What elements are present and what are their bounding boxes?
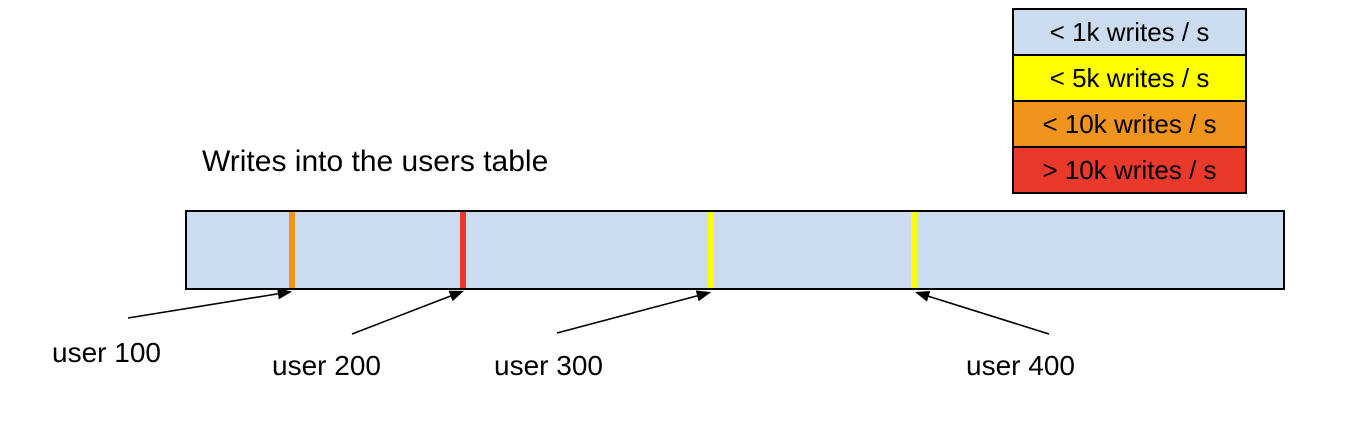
legend: < 1k writes / s < 5k writes / s < 10k wr…	[1012, 8, 1247, 194]
user-200-label: user 200	[272, 350, 381, 381]
write-rate-stripe-user-100	[289, 212, 295, 288]
legend-item-label: < 1k writes / s	[1049, 17, 1210, 47]
legend-item-label: < 10k writes / s	[1042, 109, 1217, 139]
legend-item-label: < 5k writes / s	[1049, 63, 1210, 93]
arrow-user-100	[127, 288, 293, 319]
user-400-label: user 400	[966, 350, 1075, 381]
write-rate-stripe-user-200	[460, 212, 466, 288]
arrow-user-300	[556, 290, 712, 334]
legend-item-lt-5k: < 5k writes / s	[1014, 54, 1245, 100]
legend-item-lt-1k: < 1k writes / s	[1014, 10, 1245, 54]
arrow-user-400	[914, 291, 1050, 335]
legend-item-label: > 10k writes / s	[1042, 155, 1217, 185]
user-300-label: user 300	[494, 350, 603, 381]
legend-item-lt-10k: < 10k writes / s	[1014, 100, 1245, 146]
legend-item-gt-10k: > 10k writes / s	[1014, 146, 1245, 192]
arrow-user-200	[351, 290, 464, 335]
users-table-bar	[185, 210, 1285, 290]
user-100-label: user 100	[52, 337, 161, 368]
diagram-title: Writes into the users table	[202, 145, 549, 178]
write-rate-stripe-user-300	[708, 212, 714, 288]
write-rate-stripe-user-400	[911, 212, 917, 288]
